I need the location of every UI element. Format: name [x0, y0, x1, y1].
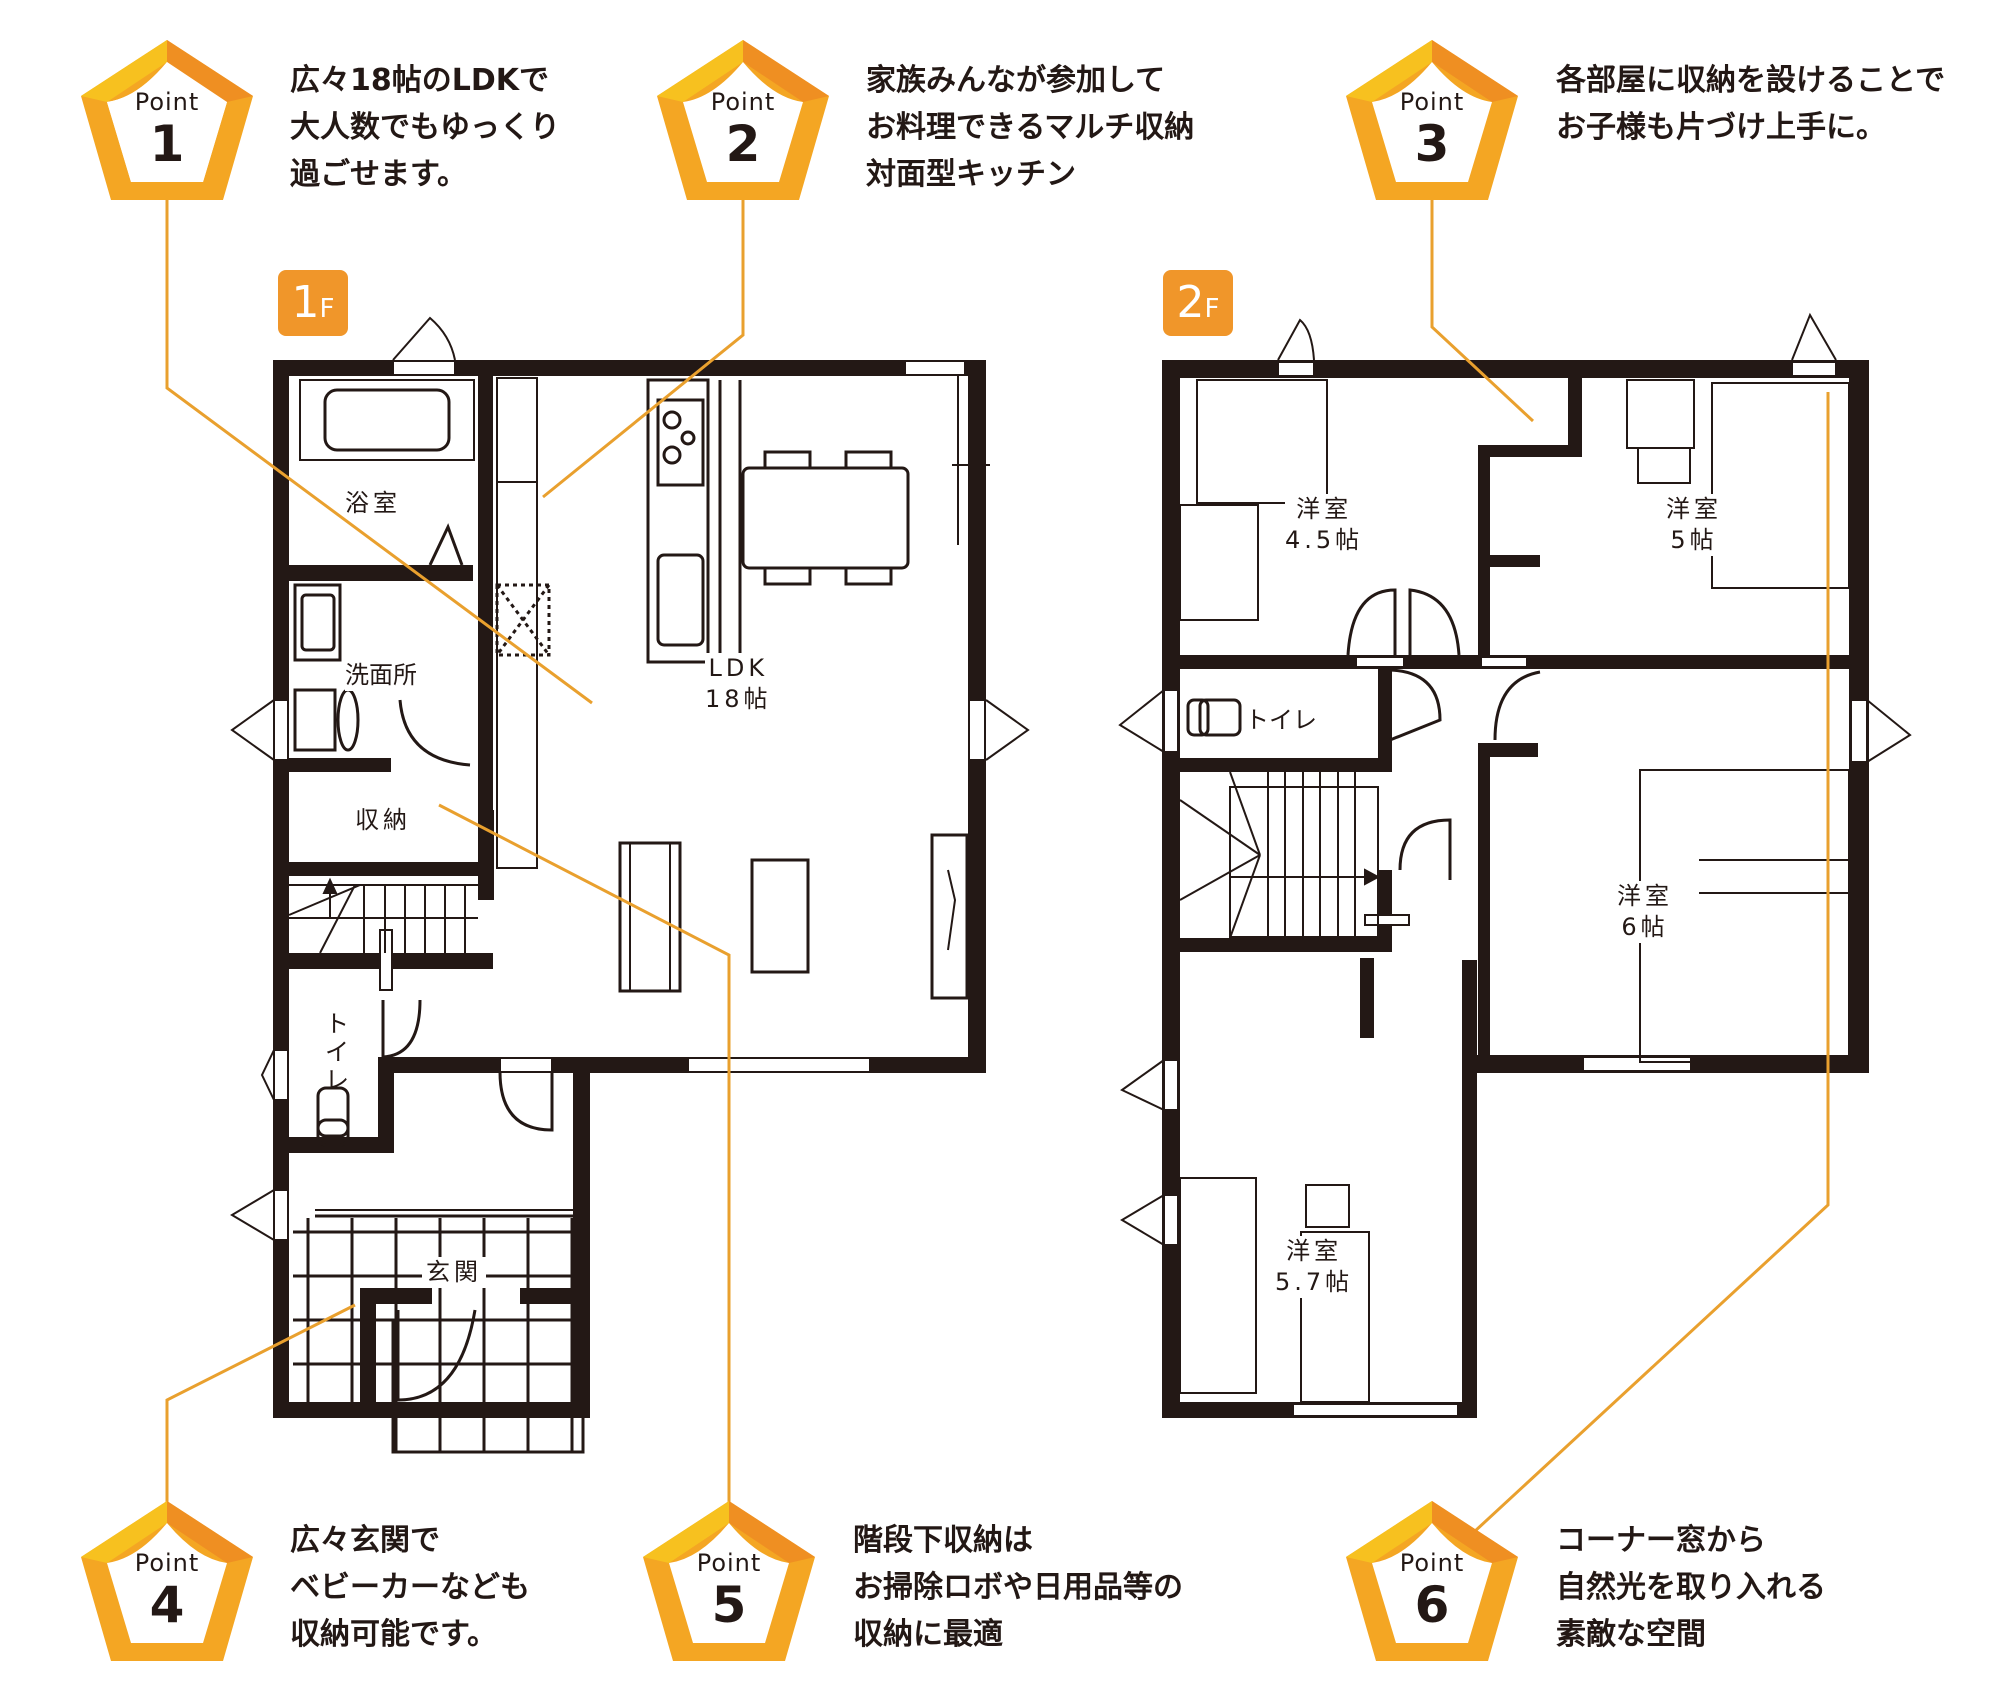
western-5-size: 5帖: [1670, 526, 1718, 554]
room-label-western-5-7: 洋室 5.7帖: [1275, 1236, 1354, 1298]
floor-1-tag-suffix: F: [319, 294, 335, 324]
point-2-description: 家族みんなが参加して お料理できるマルチ収納 対面型キッチン: [866, 57, 1194, 198]
point-badge-6: Point 6: [1342, 1497, 1522, 1669]
floor-1-tag: 1F: [278, 270, 348, 336]
point-1-description: 広々18帖のLDKで 大人数でもゆっくり 過ごせます。: [290, 57, 560, 198]
point-2-line-1: 家族みんなが参加して: [866, 63, 1166, 98]
leader-line-point-3: [1430, 200, 1535, 423]
point-3-number: 3: [1414, 115, 1450, 173]
room-label-storage: 収納: [355, 806, 411, 834]
point-6-description: コーナー窓から 自然光を取り入れる 素敵な空間: [1556, 1517, 1826, 1658]
point-1-line-1: 広々18帖のLDKで: [290, 63, 550, 98]
point-3-line-1: 各部屋に収納を設けることで: [1556, 63, 1946, 98]
room-label-western-6: 洋室 6帖: [1617, 881, 1673, 943]
floor-1-plan: [230, 316, 1030, 1454]
point-5-line-3: 収納に最適: [853, 1617, 1003, 1652]
point-6-line-1: コーナー窓から: [1556, 1523, 1766, 1558]
point-5-label: Point: [696, 1549, 762, 1577]
room-label-toilet-1f: トイレ: [325, 1010, 349, 1094]
point-badge-4: Point 4: [77, 1497, 257, 1669]
point-6-label: Point: [1399, 1549, 1465, 1577]
point-badge-5: Point 5: [639, 1497, 819, 1669]
point-badge-3: Point 3: [1342, 36, 1522, 208]
point-2-label: Point: [710, 88, 776, 116]
leader-line-point-4: [165, 1303, 356, 1505]
pentagon-badge-icon: [643, 1501, 815, 1661]
point-1-number: 1: [149, 115, 185, 173]
point-1-line-3: 過ごせます。: [290, 157, 467, 192]
room-label-western-5: 洋室 5帖: [1666, 494, 1722, 556]
point-2-line-3: 対面型キッチン: [866, 157, 1076, 192]
leader-line-point-6: [1472, 392, 1830, 1534]
room-label-bath: 浴室: [345, 489, 401, 517]
western-5-name: 洋室: [1666, 495, 1722, 523]
point-5-description: 階段下収納は お掃除ロボや日用品等の 収納に最適: [853, 1517, 1183, 1658]
leader-line-point-5: [438, 803, 731, 1505]
point-3-description: 各部屋に収納を設けることで お子様も片づけ上手に。: [1556, 57, 1945, 151]
ldk-name: LDK: [708, 654, 769, 682]
point-4-description: 広々玄関で ベビーカーなども 収納可能です。: [290, 1517, 530, 1658]
point-4-number: 4: [149, 1576, 185, 1634]
room-label-western-4-5: 洋室 4.5帖: [1285, 494, 1364, 556]
pentagon-badge-icon: [657, 40, 829, 200]
leader-lines: [165, 200, 1830, 1534]
point-3-label: Point: [1399, 88, 1465, 116]
point-2-number: 2: [725, 115, 761, 173]
point-6-line-2: 自然光を取り入れる: [1556, 1570, 1826, 1605]
point-1-line-2: 大人数でもゆっくり: [290, 110, 560, 145]
pentagon-badge-icon: [1346, 1501, 1518, 1661]
point-4-line-2: ベビーカーなども: [290, 1570, 530, 1605]
point-3-line-2: お子様も片づけ上手に。: [1556, 110, 1886, 145]
point-2-line-2: お料理できるマルチ収納: [866, 110, 1195, 145]
point-5-line-2: お掃除ロボや日用品等の: [853, 1570, 1183, 1605]
point-badge-2: Point 2: [653, 36, 833, 208]
room-label-washroom: 洗面所: [345, 660, 417, 691]
point-badge-1: Point 1: [77, 36, 257, 208]
leader-line-point-1: [165, 200, 593, 705]
point-4-label: Point: [134, 1549, 200, 1577]
pentagon-badge-icon: [81, 1501, 253, 1661]
leader-line-point-2: [542, 200, 745, 499]
point-5-number: 5: [711, 1576, 747, 1634]
floor-2-plan: [1118, 312, 1912, 1418]
floor-1-tag-number: 1: [291, 277, 320, 328]
western-5-7-size: 5.7帖: [1275, 1268, 1354, 1296]
point-6-number: 6: [1414, 1576, 1450, 1634]
western-6-size: 6帖: [1621, 913, 1669, 941]
room-label-toilet-2f: トイレ: [1245, 706, 1317, 734]
point-6-line-3: 素敵な空間: [1556, 1617, 1706, 1652]
pentagon-badge-icon: [81, 40, 253, 200]
point-5-line-1: 階段下収納は: [853, 1523, 1033, 1558]
western-6-name: 洋室: [1617, 882, 1673, 910]
point-4-line-3: 収納可能です。: [290, 1617, 497, 1652]
floor-2-tag: 2F: [1163, 270, 1233, 336]
western-5-7-name: 洋室: [1286, 1237, 1343, 1265]
point-4-line-1: 広々玄関で: [290, 1523, 440, 1558]
ldk-size: 18帖: [705, 685, 772, 713]
western-4-5-name: 洋室: [1296, 495, 1353, 523]
pentagon-badge-icon: [1346, 40, 1518, 200]
point-1-label: Point: [134, 88, 200, 116]
room-label-genkan: 玄関: [422, 1257, 486, 1288]
western-4-5-size: 4.5帖: [1285, 526, 1364, 554]
room-label-ldk: LDK 18帖: [705, 653, 772, 715]
floor-2-tag-number: 2: [1176, 277, 1205, 328]
floor-2-tag-suffix: F: [1204, 294, 1220, 324]
